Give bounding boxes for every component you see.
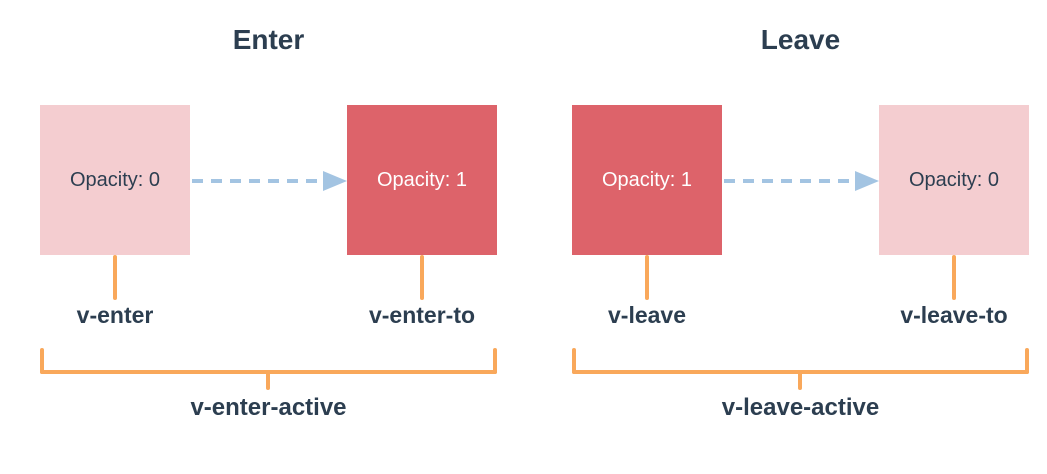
leave-phase-group: Leave Opacity: 1 Opacity: 0 v-leave v-le… [572, 0, 1029, 474]
enter-transition-arrow [192, 171, 347, 191]
v-leave-to-label: v-leave-to [900, 302, 1008, 328]
bracket-center-stub [798, 372, 802, 390]
enter-phase-group: Enter Opacity: 0 Opacity: 1 v-enter v-en… [40, 0, 497, 474]
leave-start-state-box: Opacity: 1 [572, 105, 722, 255]
leave-end-state-box: Opacity: 0 [879, 105, 1029, 255]
leave-active-bracket [572, 348, 1029, 392]
v-leave-active-label: v-leave-active [721, 394, 880, 421]
leave-start-opacity-label: Opacity: 1 [601, 168, 693, 191]
arrowhead-icon [855, 171, 879, 191]
bracket-right-end [493, 348, 497, 374]
enter-start-connector-line [113, 255, 117, 300]
leave-end-connector-line [952, 255, 956, 300]
v-leave-label: v-leave [607, 302, 687, 328]
enter-start-opacity-label: Opacity: 0 [69, 168, 161, 191]
v-enter-label: v-enter [76, 302, 154, 328]
enter-active-bracket [40, 348, 497, 392]
leave-transition-arrow [724, 171, 879, 191]
enter-phase-title: Enter [232, 24, 305, 55]
leave-end-opacity-label: Opacity: 0 [908, 168, 1000, 191]
enter-start-state-box: Opacity: 0 [40, 105, 190, 255]
bracket-left-end [40, 348, 44, 374]
bracket-center-stub [266, 372, 270, 390]
v-enter-to-label: v-enter-to [368, 302, 476, 328]
bracket-left-end [572, 348, 576, 374]
bracket-right-end [1025, 348, 1029, 374]
enter-end-opacity-label: Opacity: 1 [376, 168, 468, 191]
enter-end-state-box: Opacity: 1 [347, 105, 497, 255]
dashed-line [724, 179, 855, 183]
dashed-line [192, 179, 323, 183]
v-enter-active-label: v-enter-active [190, 394, 347, 421]
arrowhead-icon [323, 171, 347, 191]
leave-start-connector-line [645, 255, 649, 300]
enter-end-connector-line [420, 255, 424, 300]
leave-phase-title: Leave [760, 24, 841, 55]
